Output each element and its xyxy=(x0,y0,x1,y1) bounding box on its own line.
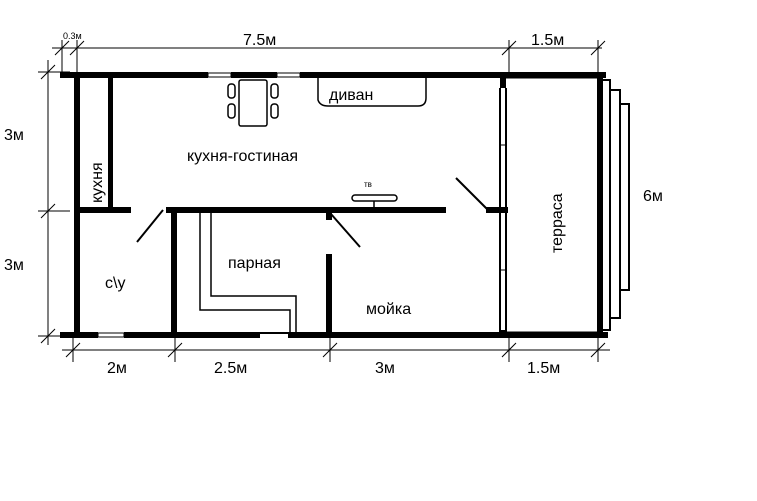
label-living: кухня-гостиная xyxy=(187,148,298,165)
dim-left-lower: 3м xyxy=(4,257,24,274)
dim-bottom-wash: 3м xyxy=(375,360,395,377)
dim-bottom-sauna: 2.5м xyxy=(214,360,247,377)
dim-bottom-terrace: 1.5м xyxy=(527,360,560,377)
sauna-lining xyxy=(199,213,297,332)
tv-stand xyxy=(351,194,398,207)
label-tv: тв xyxy=(364,180,372,189)
dining-table xyxy=(227,79,279,127)
label-sofa: диван xyxy=(329,87,373,104)
label-kitchen: кухня xyxy=(89,162,106,203)
dim-top-main: 7.5м xyxy=(243,32,276,49)
terrace-steps xyxy=(603,79,630,331)
dim-left-upper: 3м xyxy=(4,127,24,144)
dim-top-terrace: 1.5м xyxy=(531,32,564,49)
interior-walls xyxy=(80,78,603,336)
dim-wall-offset: 0.3м xyxy=(63,31,82,41)
doors xyxy=(136,177,489,336)
windows xyxy=(97,72,301,338)
exterior-walls xyxy=(60,72,608,338)
terrace-glazing xyxy=(499,77,597,333)
dim-right-height: 6м xyxy=(643,188,663,205)
label-wc: с\у xyxy=(105,275,125,292)
sofa xyxy=(317,78,427,107)
label-wash: мойка xyxy=(366,301,411,318)
label-terrace: терраса xyxy=(549,193,566,253)
label-sauna: парная xyxy=(228,255,281,272)
dim-bottom-wc: 2м xyxy=(107,360,127,377)
dimension-lines xyxy=(38,40,610,362)
